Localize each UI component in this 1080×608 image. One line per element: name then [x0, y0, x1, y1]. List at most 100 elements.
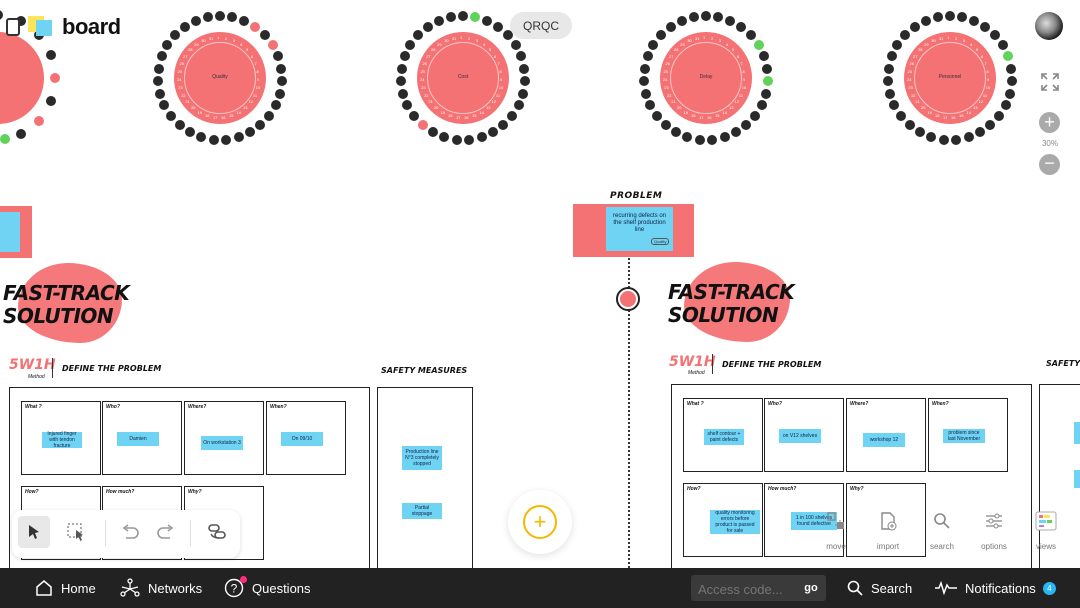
cell-sticky[interactable]: On 09/10 — [281, 432, 323, 446]
safety-note[interactable]: Partial stoppage — [402, 503, 442, 519]
day-dot[interactable] — [156, 51, 167, 62]
day-dot[interactable] — [756, 100, 767, 111]
day-dot[interactable] — [731, 127, 742, 138]
day-dot[interactable] — [397, 88, 408, 99]
day-dot[interactable] — [682, 132, 693, 143]
day-dot[interactable] — [1005, 88, 1016, 99]
day-dot[interactable] — [422, 22, 433, 33]
day-dot[interactable] — [519, 63, 530, 74]
networks-nav[interactable]: Networks — [120, 568, 202, 608]
cell-sticky[interactable]: On workstation 3 — [201, 436, 243, 450]
day-dot[interactable] — [969, 16, 980, 27]
timeline-node[interactable] — [616, 287, 640, 311]
day-dot[interactable] — [889, 100, 900, 111]
day-dot[interactable] — [227, 12, 238, 23]
home-nav[interactable]: Home — [35, 568, 96, 608]
day-dot[interactable] — [713, 12, 724, 23]
day-dot[interactable] — [920, 16, 931, 27]
day-dot[interactable] — [642, 51, 653, 62]
day-dot[interactable] — [159, 100, 170, 111]
day-dot[interactable] — [676, 16, 687, 27]
day-dot[interactable] — [997, 40, 1008, 51]
day-dot[interactable] — [264, 110, 275, 121]
day-dot[interactable] — [1006, 76, 1017, 87]
problem-sticky[interactable]: recurring defects on the shelf productio… — [606, 207, 673, 251]
day-dot[interactable] — [215, 11, 225, 21]
zoom-out-button[interactable]: − — [1039, 154, 1060, 175]
add-button[interactable]: + — [508, 490, 572, 554]
cell-sticky[interactable]: Damien — [117, 432, 159, 446]
day-dot[interactable] — [482, 16, 493, 27]
day-dot[interactable] — [651, 110, 662, 121]
day-dot[interactable] — [1003, 51, 1014, 62]
day-dot[interactable] — [202, 12, 213, 23]
day-dot[interactable] — [233, 132, 244, 143]
day-dot[interactable] — [670, 127, 681, 138]
day-dot[interactable] — [892, 40, 903, 51]
day-dot[interactable] — [886, 51, 897, 62]
day-dot[interactable] — [519, 76, 530, 87]
problem-card[interactable]: recurring defects on the shelf productio… — [573, 204, 694, 257]
day-dot[interactable] — [753, 40, 764, 51]
day-dot[interactable] — [883, 63, 894, 74]
search-tool[interactable]: search — [916, 508, 968, 551]
day-dot[interactable] — [980, 22, 991, 33]
import-tool[interactable]: import — [862, 508, 914, 551]
options-tool[interactable]: options — [968, 508, 1020, 551]
app-logo[interactable]: board — [6, 14, 121, 40]
day-dot[interactable] — [741, 120, 752, 131]
day-dot[interactable] — [761, 88, 772, 99]
day-dot[interactable] — [405, 40, 416, 51]
day-dot[interactable] — [259, 30, 270, 41]
day-dot[interactable] — [909, 22, 920, 33]
day-dot[interactable] — [408, 110, 419, 121]
day-dot[interactable] — [904, 120, 915, 131]
day-dot[interactable] — [951, 134, 962, 145]
day-dot[interactable] — [963, 132, 974, 143]
w5h-cell[interactable]: Why? — [846, 483, 926, 557]
day-dot[interactable] — [1006, 63, 1017, 74]
day-dot[interactable] — [1000, 100, 1011, 111]
day-dot[interactable] — [516, 51, 527, 62]
day-dot[interactable] — [688, 12, 699, 23]
day-dot[interactable] — [994, 110, 1005, 121]
day-dot[interactable] — [439, 132, 450, 143]
day-dot[interactable] — [239, 16, 250, 27]
day-dot[interactable] — [701, 11, 711, 21]
day-dot[interactable] — [510, 40, 521, 51]
day-dot[interactable] — [464, 134, 475, 145]
day-dot[interactable] — [938, 134, 949, 145]
day-dot[interactable] — [184, 127, 195, 138]
day-dot[interactable] — [639, 76, 650, 87]
day-dot[interactable] — [276, 63, 287, 74]
day-dot[interactable] — [725, 16, 736, 27]
day-dot[interactable] — [221, 134, 232, 145]
day-dot[interactable] — [498, 120, 509, 131]
day-dot[interactable] — [250, 22, 261, 33]
day-dot[interactable] — [396, 76, 407, 87]
day-dot[interactable] — [736, 22, 747, 33]
day-dot[interactable] — [762, 76, 773, 87]
day-dot[interactable] — [170, 30, 181, 41]
day-dot[interactable] — [470, 12, 481, 23]
zoom-in-button[interactable]: + — [1039, 112, 1060, 133]
go-button[interactable]: go — [804, 582, 818, 594]
link-tool[interactable] — [202, 516, 234, 548]
day-dot[interactable] — [276, 76, 287, 87]
day-dot[interactable] — [926, 132, 937, 143]
day-dot[interactable] — [165, 110, 176, 121]
w5h-cell[interactable]: Who?Damien — [102, 401, 182, 475]
day-dot[interactable] — [989, 30, 1000, 41]
day-dot[interactable] — [507, 110, 518, 121]
day-dot[interactable] — [433, 16, 444, 27]
w5h-cell[interactable]: Where?On workstation 3 — [184, 401, 264, 475]
day-dot[interactable] — [427, 127, 438, 138]
day-dot[interactable] — [745, 30, 756, 41]
day-dot[interactable] — [640, 88, 651, 99]
day-dot[interactable] — [179, 22, 190, 33]
day-dot[interactable] — [502, 30, 513, 41]
day-dot[interactable] — [445, 12, 456, 23]
day-dot[interactable] — [707, 134, 718, 145]
day-dot[interactable] — [245, 127, 256, 138]
w5h-cell[interactable]: Who?on V12 shelves — [764, 398, 844, 472]
